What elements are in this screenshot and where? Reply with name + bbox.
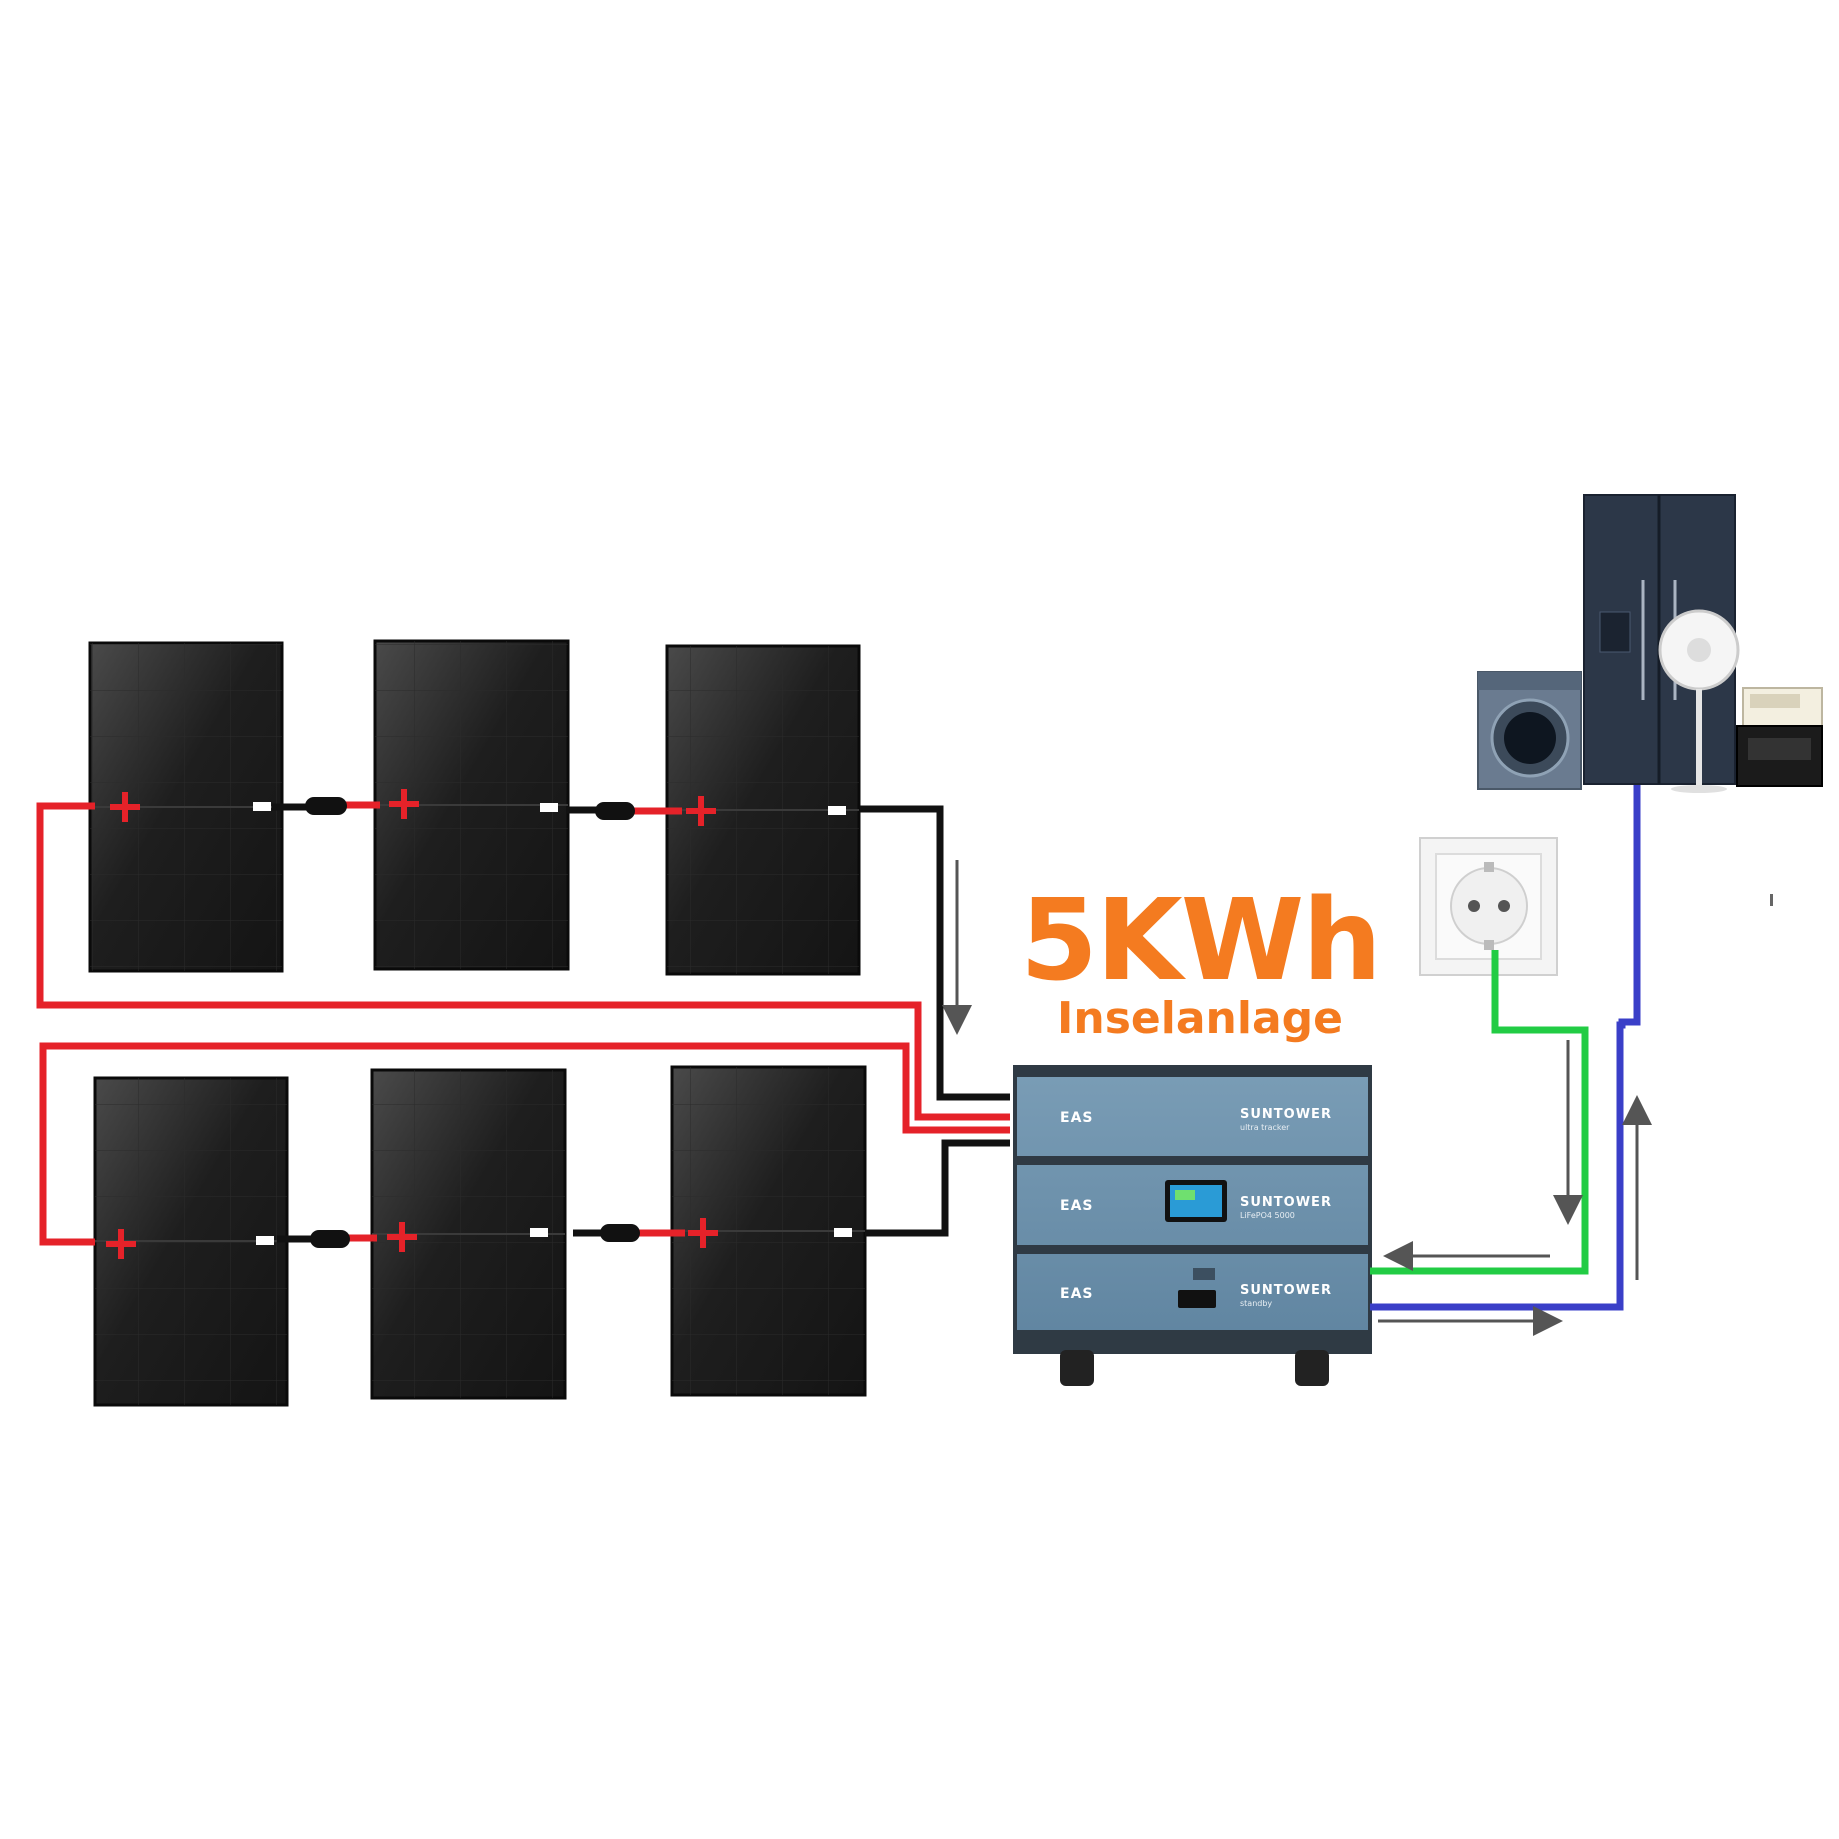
module-brand: SUNTOWER — [1240, 1107, 1332, 1122]
module-logo: EAS — [1060, 1198, 1093, 1214]
battery-module-3: EAS SUNTOWER standby — [1060, 1283, 1332, 1308]
negative-wiring — [272, 803, 1010, 1243]
system-capacity-title: 5KWh — [1020, 876, 1382, 1006]
negative-terminal — [253, 802, 852, 1245]
module-model: LiFePO4 5000 — [1240, 1211, 1295, 1220]
module-model: ultra tracker — [1240, 1123, 1290, 1132]
mc4-connector — [305, 797, 640, 1248]
module-logo: EAS — [1060, 1110, 1093, 1126]
module-model: standby — [1240, 1299, 1272, 1308]
positive-symbol: + — [0, 0, 1, 1]
refrigerator-icon — [1583, 494, 1736, 785]
wall-socket-icon — [1419, 837, 1558, 976]
module-brand: SUNTOWER — [1240, 1283, 1332, 1298]
washing-machine-icon — [1477, 671, 1582, 790]
solar-panel — [93, 1076, 289, 1407]
positive-terminal — [106, 789, 718, 1259]
battery-storage-icon — [1013, 1065, 1372, 1386]
battery-module-1: EAS SUNTOWER ultra tracker — [1060, 1107, 1332, 1132]
module-brand: SUNTOWER — [1240, 1195, 1332, 1210]
socket-wire — [1370, 950, 1589, 1275]
appliance-wire — [1370, 785, 1641, 1311]
fan-icon — [1658, 609, 1740, 793]
stray-mark — [1770, 894, 1773, 906]
microwave-oven-icon — [1736, 687, 1823, 787]
system-type-subtitle: Inselanlage — [1057, 993, 1343, 1044]
battery-module-2: EAS SUNTOWER LiFePO4 5000 — [1060, 1195, 1332, 1220]
solar-panel — [88, 641, 284, 973]
module-logo: EAS — [1060, 1286, 1093, 1302]
